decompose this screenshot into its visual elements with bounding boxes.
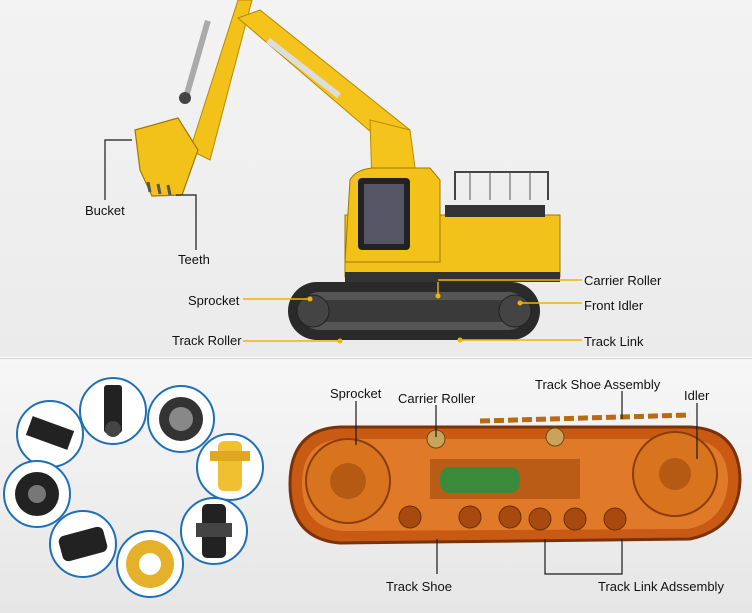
bucket bbox=[134, 117, 199, 197]
track-roller-icon bbox=[180, 497, 248, 565]
label-track-shoe: Track Shoe bbox=[386, 579, 452, 594]
top-yellow-leader-lines bbox=[243, 279, 582, 342]
top-leader-lines bbox=[104, 139, 197, 250]
top-leader-dots bbox=[307, 293, 523, 344]
label-track-link: Track Link bbox=[584, 334, 644, 349]
crawler-track bbox=[288, 282, 540, 340]
label-carrier-roller-bottom: Carrier Roller bbox=[398, 391, 476, 406]
front-idler-icon bbox=[196, 433, 264, 501]
excavator-illustration bbox=[104, 0, 582, 344]
excavator-panel: Bucket Teeth Sprocket Track Roller Carri… bbox=[0, 0, 752, 357]
label-sprocket-bottom: Sprocket bbox=[330, 386, 382, 401]
excavator-body bbox=[344, 167, 561, 282]
bottom-leader-lines bbox=[355, 391, 698, 575]
sprocket-icon bbox=[116, 530, 184, 598]
carrier-roller-icon bbox=[79, 377, 147, 445]
idler-wheel-icon bbox=[3, 460, 71, 528]
label-front-idler: Front Idler bbox=[584, 298, 644, 313]
parts-and-undercarriage bbox=[3, 377, 742, 598]
label-bucket: Bucket bbox=[85, 203, 125, 218]
label-teeth: Teeth bbox=[178, 252, 210, 267]
label-carrier-roller-top: Carrier Roller bbox=[584, 273, 662, 288]
track-link-icon bbox=[49, 510, 117, 578]
undercarriage-cutaway bbox=[288, 412, 742, 545]
label-track-roller: Track Roller bbox=[172, 333, 242, 348]
label-idler: Idler bbox=[684, 388, 710, 403]
track-chain-icon bbox=[147, 385, 215, 453]
label-track-link-assembly: Track Link Adssembly bbox=[598, 579, 724, 594]
label-track-shoe-assembly: Track Shoe Assembly bbox=[535, 377, 661, 392]
track-shoe-icon bbox=[16, 400, 84, 468]
label-sprocket-top: Sprocket bbox=[188, 293, 240, 308]
undercarriage-panel: Sprocket Carrier Roller Track Shoe Assem… bbox=[0, 358, 752, 613]
boom-arm bbox=[179, 0, 419, 191]
parts-circles bbox=[3, 377, 264, 598]
